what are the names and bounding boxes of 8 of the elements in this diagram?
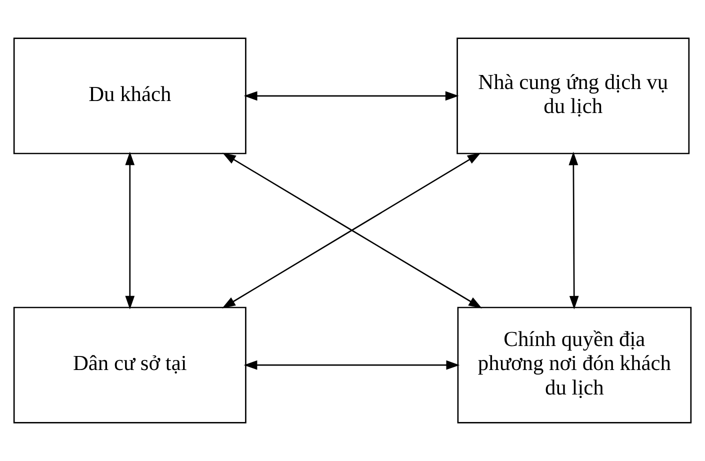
node-box: Nhà cung ứng dịch vụ du lịch: [456, 38, 690, 154]
arrow: [568, 152, 579, 310]
arrow: [125, 152, 135, 310]
arrow: [244, 360, 460, 370]
node-box: Dân cư sở tại: [13, 306, 246, 424]
arrow: [244, 91, 459, 101]
node-box: Du khách: [13, 38, 246, 154]
node-box: Chính quyền địa phương nơi đón khách du lịch: [457, 306, 692, 424]
